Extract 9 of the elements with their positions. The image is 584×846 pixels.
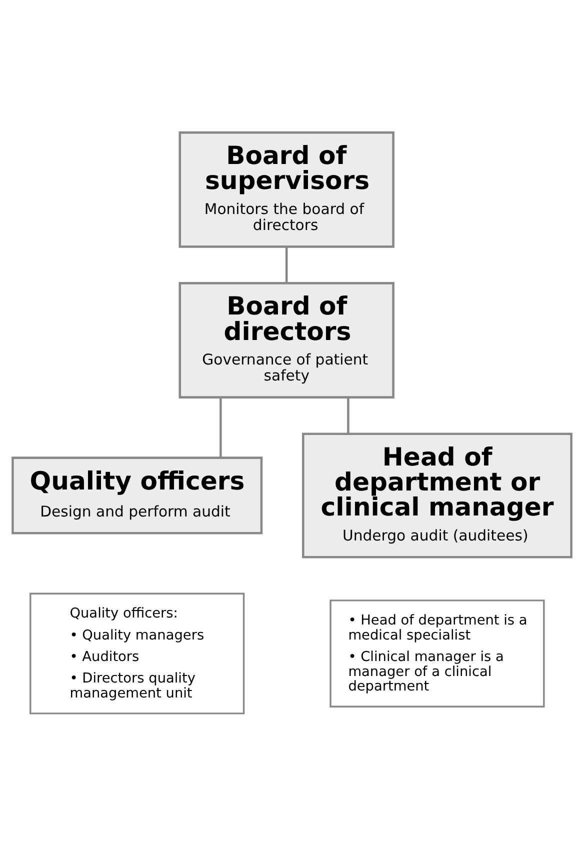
node-box: Board of supervisors Monitors the board of directors xyxy=(178,131,394,248)
node-box: Quality officers Design and perform audit xyxy=(12,456,263,534)
node-box: Quality officers: • Quality managers • Auditors • Directors quality management unit xyxy=(30,592,245,714)
node-box: Head of department or clinical manager Undergo audit (auditees) xyxy=(302,432,572,558)
node-box: • Head of department is a medical specialist • Clinical manager is a manager of a clinical department xyxy=(330,600,545,708)
connector xyxy=(285,247,288,284)
connector xyxy=(220,398,222,458)
node-box: Board of directors Governance of patient safety xyxy=(178,282,394,398)
connector xyxy=(347,398,350,434)
